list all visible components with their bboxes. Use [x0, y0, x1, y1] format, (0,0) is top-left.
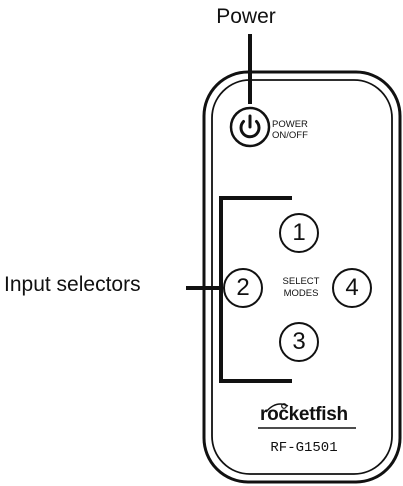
select-button-2[interactable] [223, 268, 263, 308]
power-icon [239, 114, 261, 139]
power-callout-label: Power [216, 5, 276, 28]
select-button-3[interactable] [279, 322, 319, 362]
select-button-3-label: 3 [292, 328, 306, 355]
brand-logo-mark [265, 403, 289, 413]
power-button-label: POWER ON/OFF [272, 119, 308, 141]
power-label-line2: ON/OFF [272, 130, 308, 141]
remote-outer-outline [202, 70, 402, 484]
select-modes-line1: SELECT [282, 276, 320, 287]
select-button-4-label: 4 [345, 274, 359, 301]
remote-inner-outline [211, 79, 393, 475]
model-number: RF-G1501 [270, 440, 338, 456]
power-button[interactable] [229, 106, 271, 148]
select-button-2-label: 2 [236, 274, 250, 301]
select-button-1[interactable] [279, 213, 319, 253]
select-modes-line2: MODES [283, 288, 319, 299]
brand-logo: rocketfish [260, 404, 348, 425]
select-button-4[interactable] [332, 268, 372, 308]
power-label-line1: POWER [272, 119, 308, 130]
select-modes-label: SELECT MODES [268, 276, 334, 300]
input-selectors-callout-label: Input selectors [4, 273, 141, 296]
select-button-1-label: 1 [292, 219, 306, 246]
